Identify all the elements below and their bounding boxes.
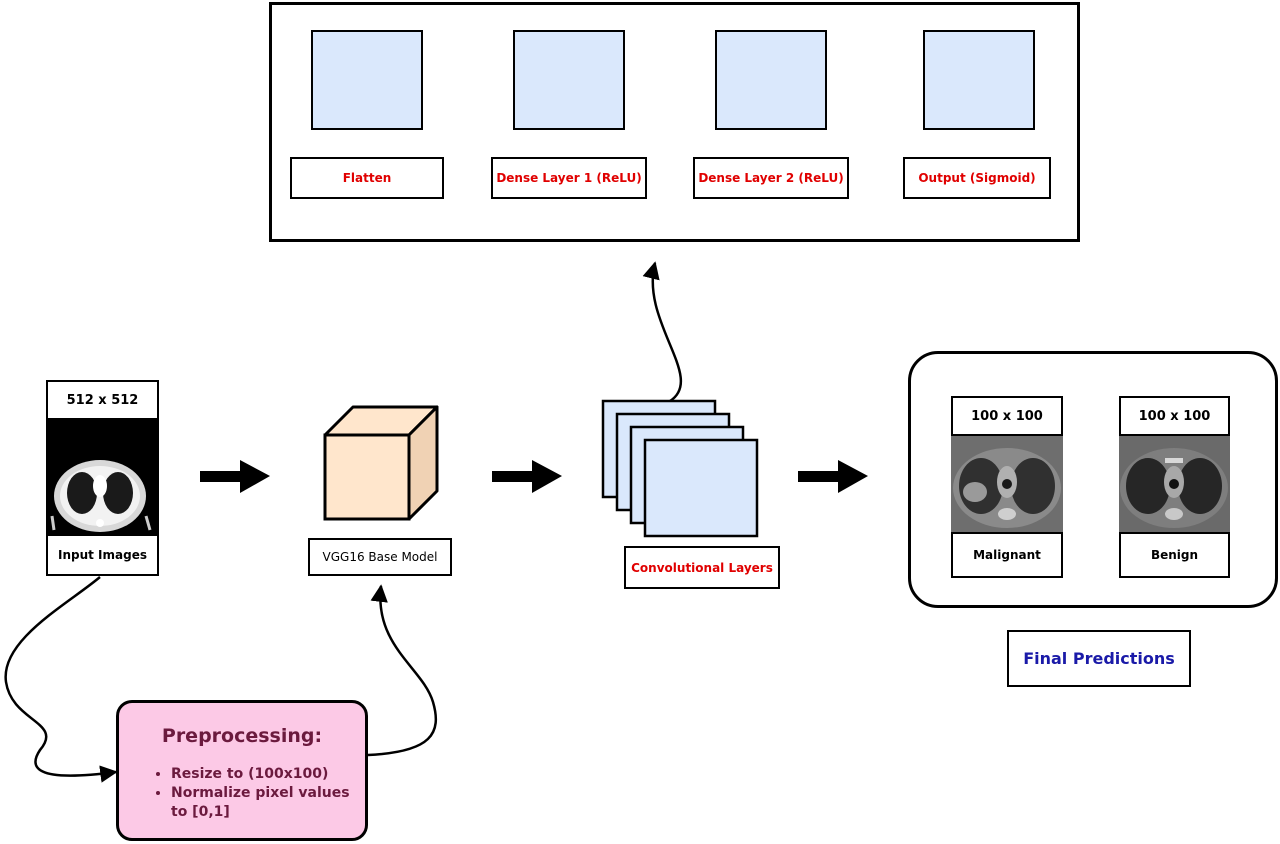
final-predictions-label: Final Predictions [1007,630,1191,687]
output-layer-square [923,30,1035,130]
dense-layer-1-label: Dense Layer 1 (ReLU) [491,157,647,199]
conv-layer-stack [601,399,759,538]
flatten-layer-square [311,30,423,130]
connector-input-to-preprocessing [4,576,118,783]
flow-arrow-conv-to-predictions [798,460,868,493]
convolutional-layers-label: Convolutional Layers [624,546,780,589]
output-label: Output (Sigmoid) [903,157,1051,199]
vgg16-cube-shape [323,405,439,521]
malignant-size-label: 100 x 100 [951,396,1063,436]
input-size-label: 512 x 512 [46,380,159,420]
dense-layer-2-label: Dense Layer 2 (ReLU) [693,157,849,199]
flow-arrow-input-to-vgg [200,460,270,493]
dense1-layer-square [513,30,625,130]
preprocessing-box: Preprocessing: Resize to (100x100) Norma… [116,700,368,841]
dense2-layer-square [715,30,827,130]
input-ct-scan-image [46,420,159,534]
vgg16-base-model-label: VGG16 Base Model [308,538,452,576]
preprocessing-title: Preprocessing: [161,725,323,747]
malignant-caption: Malignant [951,532,1063,578]
preprocessing-step-resize: Resize to (100x100) [171,765,361,784]
preprocessing-steps: Resize to (100x100) Normalize pixel valu… [153,765,361,822]
input-images-caption: Input Images [46,534,159,576]
preprocessing-step-normalize: Normalize pixel values to [0,1] [171,784,361,822]
flow-arrow-vgg-to-conv [492,460,562,493]
benign-size-label: 100 x 100 [1119,396,1230,436]
benign-caption: Benign [1119,532,1230,578]
flatten-label: Flatten [290,157,444,199]
malignant-ct-scan-image [951,436,1063,532]
connector-conv-to-head [642,261,683,403]
connector-preprocessing-to-vgg [367,584,438,757]
benign-ct-scan-image [1119,436,1230,532]
